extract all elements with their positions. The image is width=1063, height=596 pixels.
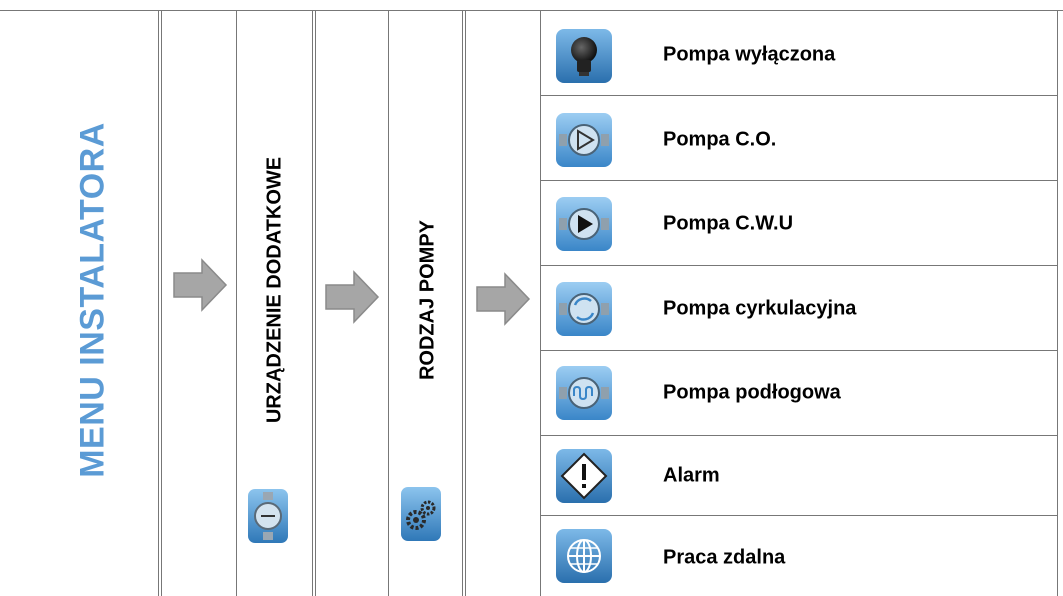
row-separator [540, 180, 1058, 181]
option-label: Pompa C.O. [663, 128, 777, 151]
row-separator [540, 515, 1058, 516]
option-label: Pompa wyłączona [663, 43, 836, 66]
option-label: Praca zdalna [663, 546, 786, 569]
divider [462, 10, 463, 596]
arrow-right-icon [476, 272, 531, 326]
row-separator [540, 350, 1058, 351]
gears-icon[interactable] [400, 486, 442, 542]
divider [236, 10, 237, 596]
option-label: Pompa cyrkulacyjna [663, 297, 857, 320]
divider [465, 10, 466, 596]
divider [158, 10, 159, 596]
divider [540, 10, 541, 596]
divider [315, 10, 316, 596]
alarm-icon[interactable] [555, 448, 613, 504]
pump-floor-icon[interactable] [555, 365, 613, 421]
row-separator [540, 265, 1058, 266]
menu-title: MENU INSTALATORA [73, 122, 112, 478]
row-separator [540, 95, 1058, 96]
divider [312, 10, 313, 596]
pump-co-icon[interactable] [555, 112, 613, 168]
divider [388, 10, 389, 596]
globe-icon[interactable] [555, 528, 613, 584]
arrow-right-icon [325, 270, 380, 324]
divider [161, 10, 162, 596]
top-border [0, 10, 1063, 11]
additional-device-icon[interactable] [247, 488, 289, 544]
lightbulb-icon[interactable] [555, 28, 613, 84]
additional-device-label: URZĄDZENIE DODATKOWE [263, 156, 286, 424]
arrow-right-icon [173, 258, 228, 312]
option-label: Alarm [663, 464, 720, 487]
row-separator [540, 435, 1058, 436]
pump-cwu-icon[interactable] [555, 196, 613, 252]
pump-type-label: RODZAJ POMPY [416, 219, 439, 381]
option-label: Pompa podłogowa [663, 381, 841, 404]
pump-circulation-icon[interactable] [555, 281, 613, 337]
option-label: Pompa C.W.U [663, 212, 794, 235]
table-right-border [1057, 10, 1058, 596]
